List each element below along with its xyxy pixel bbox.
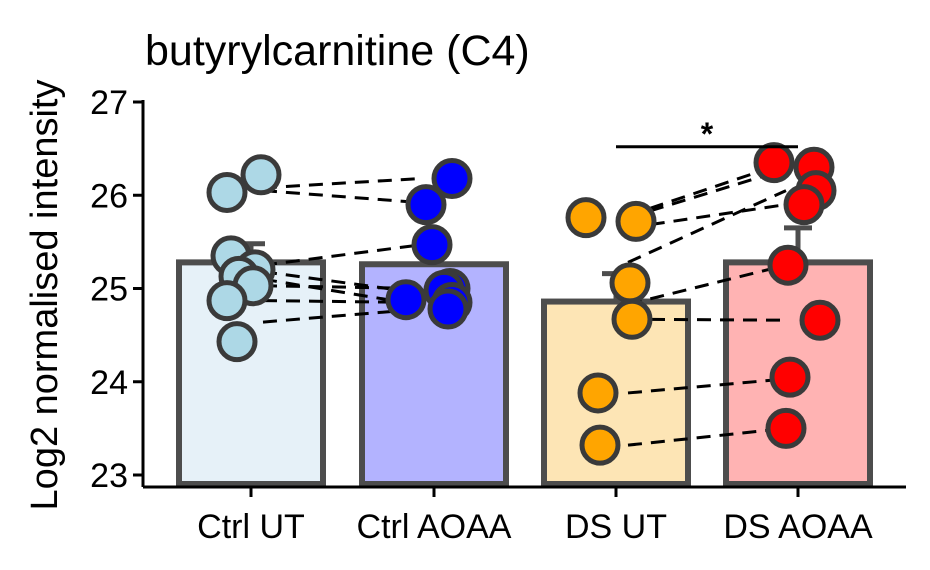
data-point-ds-aoaa	[799, 299, 841, 341]
paired-line	[262, 189, 423, 205]
paired-line	[262, 243, 423, 267]
paired-line	[627, 263, 787, 306]
x-tick-label: DS AOAA	[723, 508, 873, 546]
x-tick-label: Ctrl UT	[197, 508, 305, 546]
y-tick-label: 26	[90, 177, 128, 215]
data-point-ctrl-aoaa	[411, 224, 453, 266]
data-point-ds-ut	[579, 424, 621, 466]
data-point-ctrl-aoaa	[405, 184, 447, 226]
data-point-ds-ut	[615, 200, 657, 242]
paired-line	[627, 426, 787, 447]
bars-layer	[176, 259, 873, 488]
paired-lines-layer	[262, 161, 787, 447]
y-tick-label: 24	[90, 364, 128, 402]
data-point-ctrl-ut	[206, 171, 248, 213]
y-tick-label: 25	[90, 271, 128, 309]
paired-line	[627, 377, 787, 395]
data-points-layer	[206, 142, 841, 466]
data-point-ctrl-ut	[216, 321, 258, 363]
paired-line	[262, 176, 423, 190]
paired-line	[262, 307, 423, 324]
data-point-ds-ut	[611, 298, 653, 340]
data-point-ds-aoaa	[769, 356, 811, 398]
data-point-ctrl-aoaa	[427, 288, 469, 330]
data-point-ctrl-aoaa	[431, 157, 473, 199]
x-tick-label: Ctrl AOAA	[357, 508, 512, 546]
paired-line	[262, 277, 423, 307]
paired-line	[627, 189, 787, 264]
data-point-ds-ut	[609, 262, 651, 304]
x-tick-label: DS UT	[565, 508, 667, 546]
paired-line	[262, 299, 423, 304]
significance-layer: *	[616, 116, 798, 152]
y-tick-label: 23	[90, 457, 128, 495]
paired-line	[262, 284, 423, 290]
significance-label: *	[701, 116, 714, 152]
data-point-ds-aoaa	[767, 244, 809, 286]
data-point-ctrl-ut	[240, 154, 282, 196]
chart-title: butyrylcarnitine (C4)	[145, 27, 530, 75]
y-axis-label: Log2 normalised intensity	[24, 80, 66, 511]
data-point-ds-aoaa	[753, 142, 795, 184]
data-point-ds-ut	[565, 197, 607, 239]
data-point-ctrl-ut	[206, 280, 248, 322]
data-point-ds-aoaa	[765, 407, 807, 449]
data-point-ds-aoaa	[783, 184, 825, 226]
data-point-ctrl-aoaa	[385, 279, 427, 321]
paired-line	[627, 317, 787, 322]
data-point-ds-ut	[577, 372, 619, 414]
y-tick-label: 27	[90, 84, 128, 122]
paired-line	[627, 167, 787, 220]
paired-line	[262, 270, 423, 295]
